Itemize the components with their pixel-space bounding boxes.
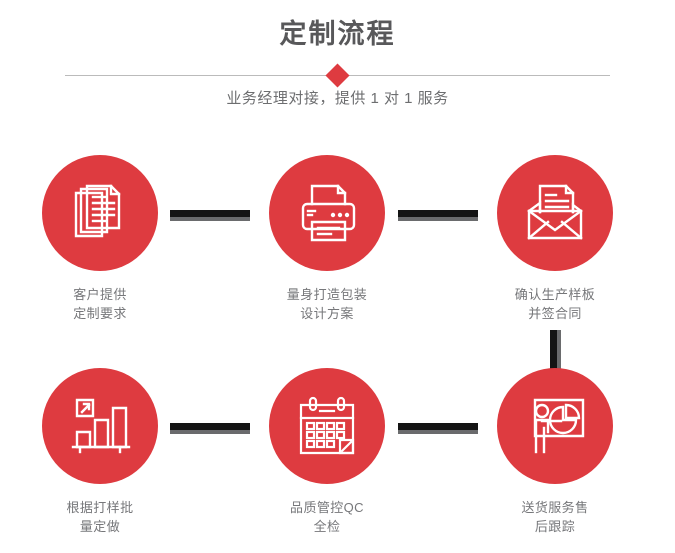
page-header: 定制流程 业务经理对接，提供 1 对 1 服务 — [0, 0, 675, 130]
flow-step-1-circle — [42, 155, 158, 271]
flow-step-5-label: 品质管控QC 全检 — [290, 500, 364, 534]
connector-horizontal-top-1 — [170, 210, 250, 217]
connector-horizontal-bottom-2 — [398, 423, 478, 430]
flow-step-1[interactable]: 客户提供 定制要求 — [10, 130, 190, 323]
flow-step-3-label: 确认生产样板 并签合同 — [514, 287, 596, 321]
title-divider — [0, 62, 675, 89]
flow-step-4[interactable]: 根据打样批 量定做 — [10, 343, 190, 536]
flow-row-bottom: 根据打样批 量定做 — [0, 343, 675, 553]
flow-step-6[interactable]: 送货服务售 后跟踪 — [465, 343, 645, 536]
envelope-letter-icon — [523, 181, 587, 245]
flow-step-2-circle — [269, 155, 385, 271]
flow-step-6-circle — [497, 368, 613, 484]
connector-horizontal-top-2 — [398, 210, 478, 217]
documents-stack-icon — [68, 181, 132, 245]
flow-step-5[interactable]: 品质管控QC 全检 — [237, 343, 417, 536]
connector-horizontal-bottom-1 — [170, 423, 250, 430]
page-subtitle: 业务经理对接，提供 1 对 1 服务 — [226, 90, 449, 107]
flow-step-6-label: 送货服务售 后跟踪 — [521, 500, 589, 534]
flow-step-5-circle — [269, 368, 385, 484]
flow-step-2-label: 量身打造包装 设计方案 — [286, 287, 368, 321]
calendar-icon — [295, 394, 359, 458]
page-title: 定制流程 — [279, 19, 396, 49]
flow-step-2[interactable]: 量身打造包装 设计方案 — [237, 130, 417, 323]
bar-chart-growth-icon — [68, 394, 132, 458]
flow-row-top: 客户提供 定制要求 — [0, 130, 675, 370]
presentation-pie-chart-icon — [523, 394, 587, 458]
flow-step-4-label: 根据打样批 量定做 — [66, 500, 134, 534]
flow-step-4-circle — [42, 368, 158, 484]
flow-step-3-circle — [497, 155, 613, 271]
connector-vertical — [550, 330, 557, 370]
flow-step-3[interactable]: 确认生产样板 并签合同 — [465, 130, 645, 323]
diamond-marker-icon — [325, 62, 350, 88]
printer-icon — [295, 181, 359, 245]
process-flow: 客户提供 定制要求 — [0, 130, 675, 550]
flow-step-1-label: 客户提供 定制要求 — [73, 287, 127, 321]
